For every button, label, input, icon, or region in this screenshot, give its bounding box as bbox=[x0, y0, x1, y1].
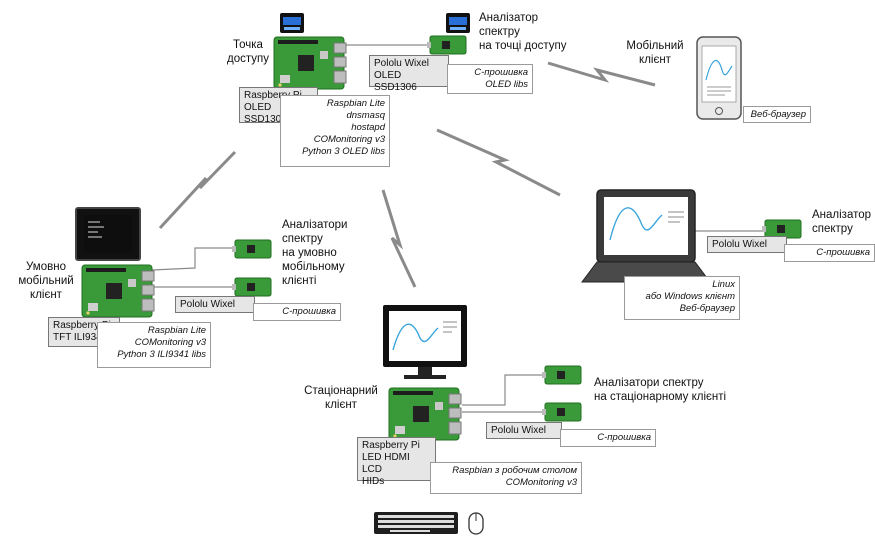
laptop-wixel-software-box: С-прошивка bbox=[784, 244, 875, 262]
wixel-board-icon bbox=[426, 35, 467, 55]
wireless-link-icon bbox=[158, 150, 237, 230]
usb-cables bbox=[151, 44, 765, 413]
analyzer-ap-label: Аналізатор спектру на точці доступу bbox=[479, 12, 567, 52]
monitor-icon bbox=[383, 305, 467, 379]
wireless-link-icon bbox=[381, 189, 417, 288]
st-wixel-box: Pololu Wixel bbox=[486, 422, 562, 439]
raspberry-pi-board-icon bbox=[388, 387, 462, 441]
analyzers-st-label: Аналізатори спектру на стаціонарному клі… bbox=[594, 377, 727, 403]
access-point-label: Точка доступу bbox=[227, 39, 269, 65]
cm-wixel-software-box: С-прошивка bbox=[253, 303, 341, 321]
analyzer-laptop-label: Аналізатор спектру bbox=[812, 209, 872, 235]
mouse-icon bbox=[468, 512, 484, 535]
oled-display-icon bbox=[446, 13, 470, 33]
raspberry-pi-board-icon bbox=[273, 36, 347, 90]
wixel-board-icon bbox=[541, 402, 582, 422]
cm-client-label: Умовно мобільний клієнт bbox=[18, 261, 74, 301]
cm-software-box: Raspbian Lite COMonitoring v3 Python 3 I… bbox=[97, 322, 211, 368]
wixel-board-icon bbox=[231, 239, 272, 259]
wireless-links bbox=[158, 61, 656, 288]
laptop-icon bbox=[581, 189, 711, 283]
mobile-software-box: Веб-браузер bbox=[743, 106, 811, 123]
wireless-link-icon bbox=[547, 61, 656, 87]
st-hardware-box: Raspberry Pi LED HDMI LCD HIDs bbox=[357, 437, 436, 487]
wixel-board-icon bbox=[231, 277, 272, 297]
cm-wixel-box: Pololu Wixel bbox=[175, 296, 255, 313]
analyzers-cm-label: Аналізатори спектру на умовно мобільному… bbox=[282, 219, 348, 287]
wixel-board-icon bbox=[541, 365, 582, 385]
tft-display-icon bbox=[75, 207, 141, 261]
keyboard-icon bbox=[374, 512, 458, 534]
wireless-link-icon bbox=[436, 128, 561, 197]
laptop-wixel-box: Pololu Wixel bbox=[707, 236, 787, 253]
ap-software-box: Raspbian Lite dnsmasq hostapd COMonitori… bbox=[280, 95, 390, 167]
ap-wixel-software-box: С-прошивка OLED libs bbox=[447, 64, 533, 94]
st-wixel-software-box: С-прошивка bbox=[560, 429, 656, 447]
laptop-software-box: Linux або Windows клієнт Веб-браузер bbox=[624, 276, 740, 320]
ap-wixel-box: Pololu Wixel OLED SSD1306 bbox=[369, 55, 449, 93]
oled-display-icon bbox=[280, 13, 304, 33]
raspberry-pi-board-icon bbox=[81, 264, 155, 318]
st-software-box: Raspbian з робочим столом COMonitoring v… bbox=[430, 462, 582, 494]
stationary-client-label: Стаціонарний клієнт bbox=[304, 385, 378, 411]
smartphone-icon bbox=[696, 36, 742, 120]
mobile-client-label: Мобільний клієнт bbox=[626, 40, 684, 66]
